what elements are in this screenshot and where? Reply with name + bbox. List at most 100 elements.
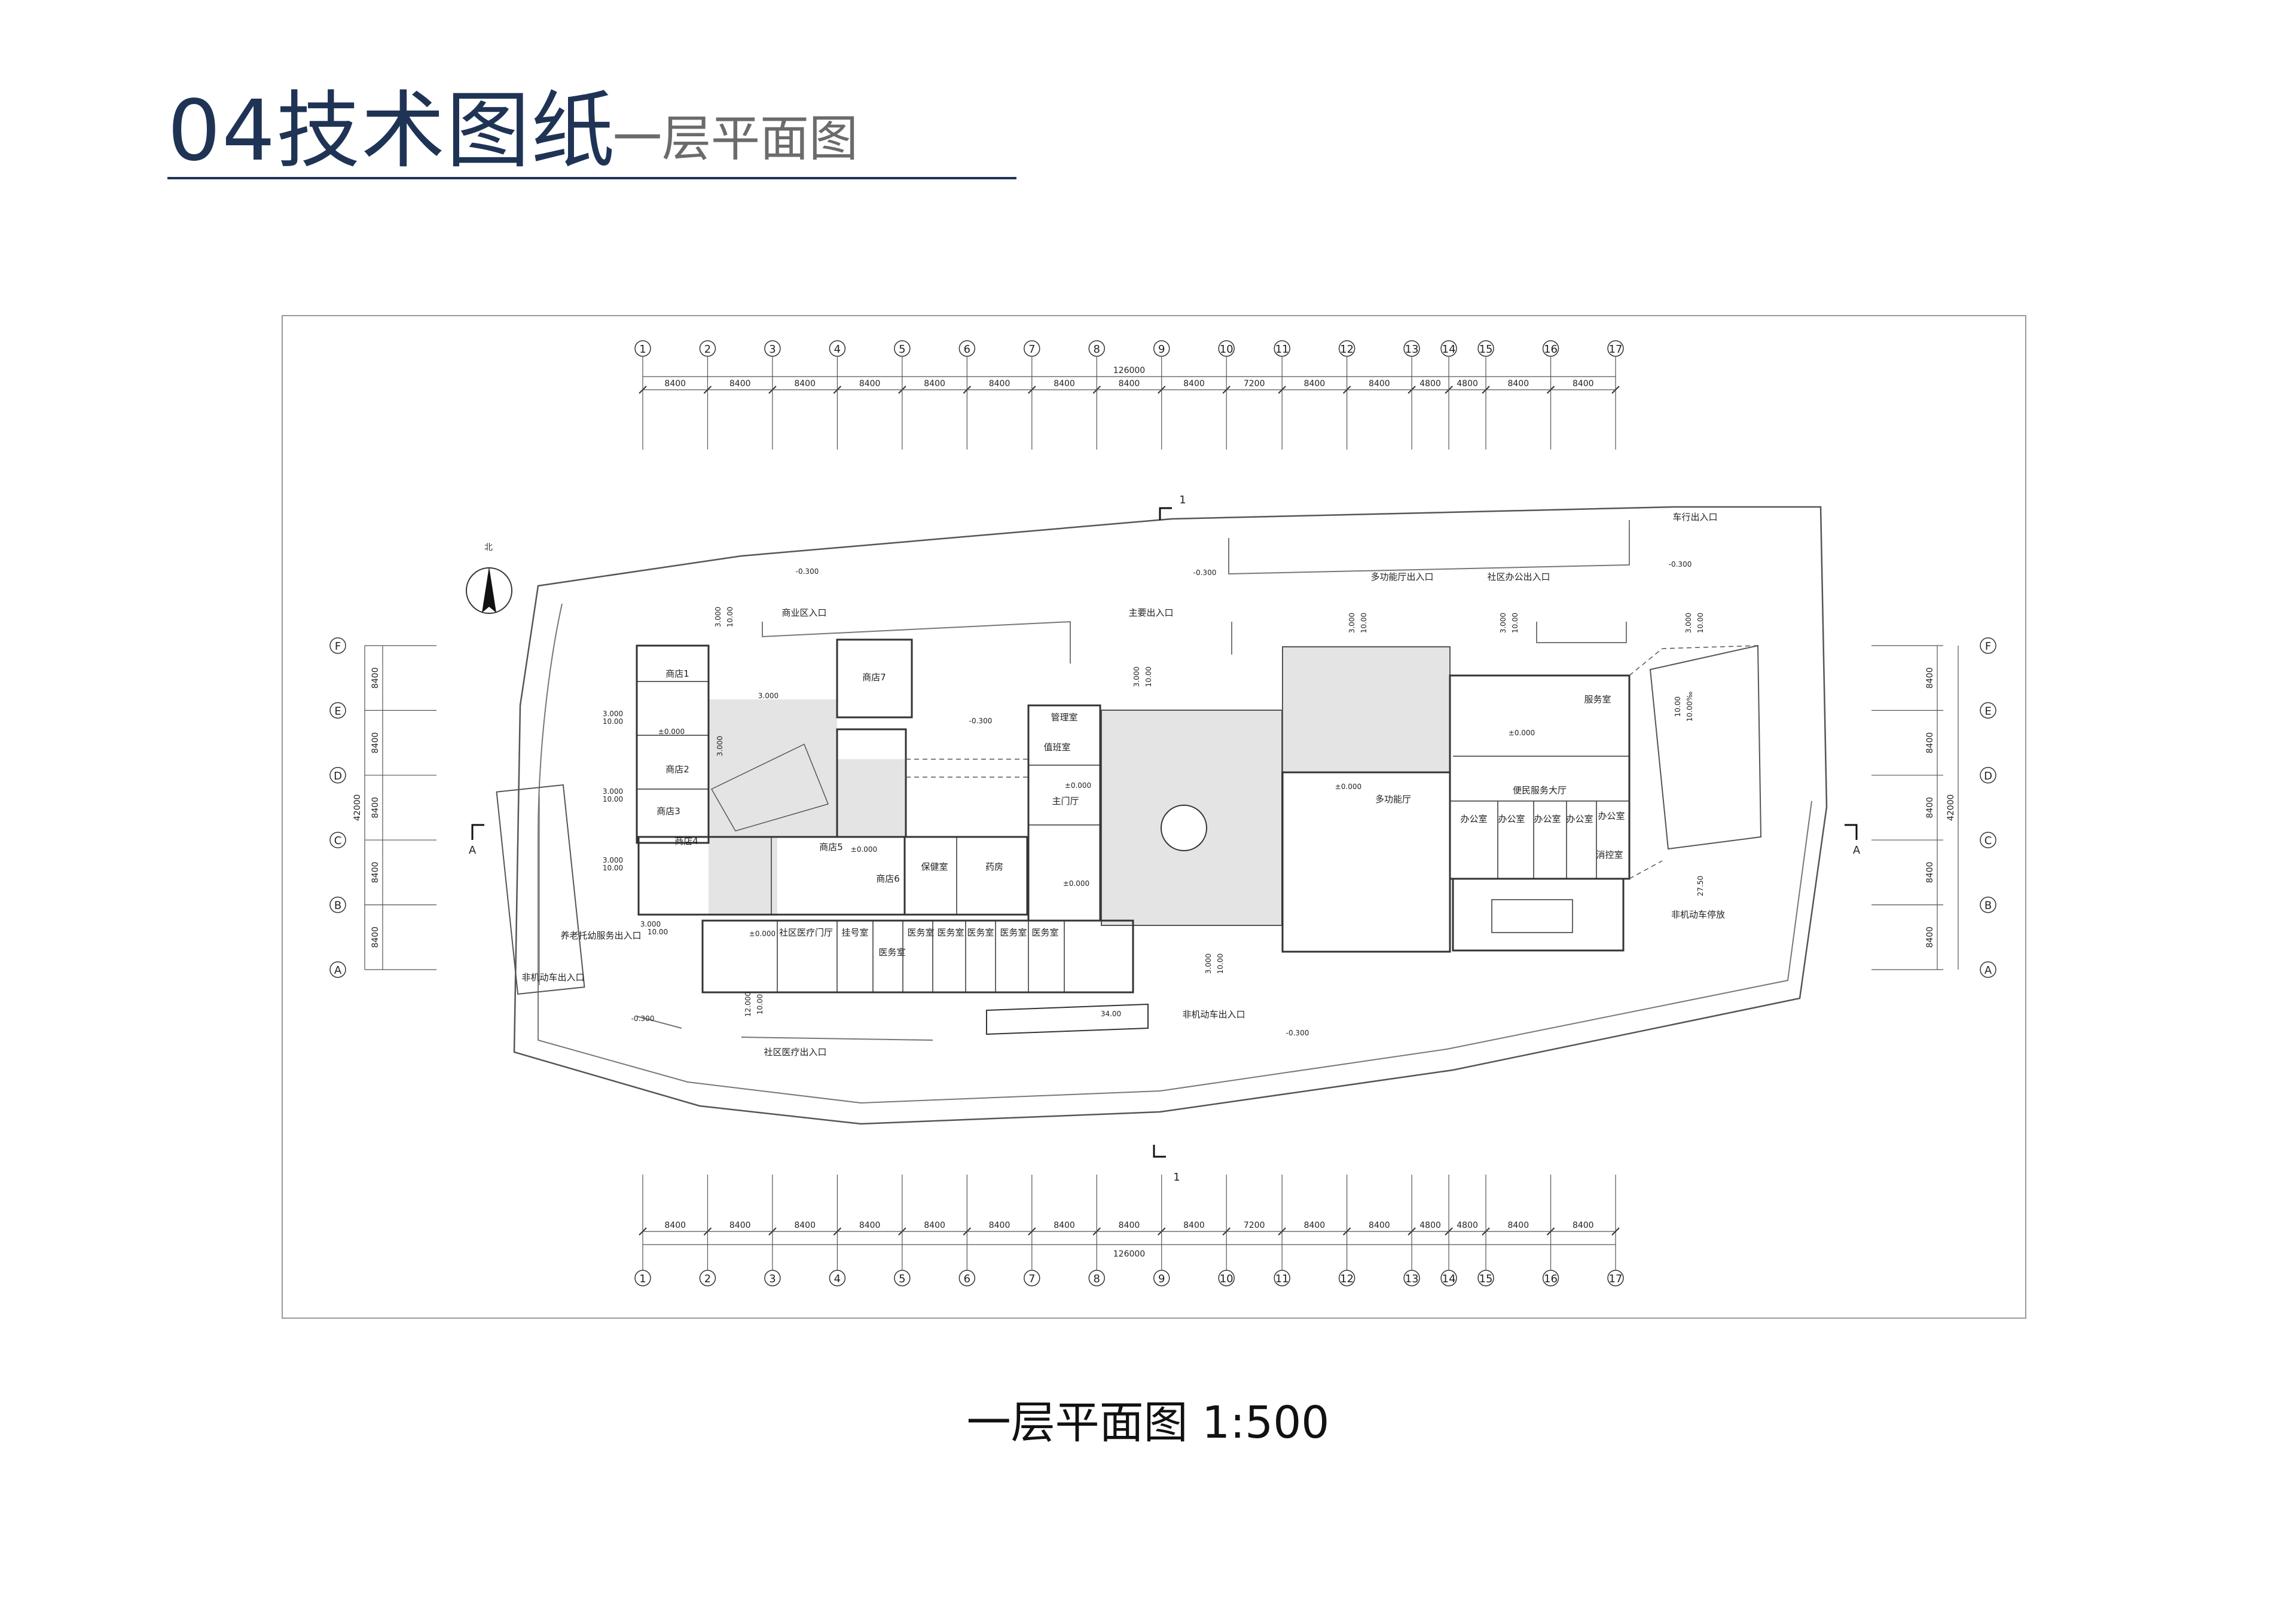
multipurpose-hall [1281,771,1451,953]
room-label: 管理室 [1051,712,1077,723]
dimension-label: 4800 [1457,379,1478,389]
level-label: 10.00 [603,717,623,726]
grid-axis-label: 12 [1340,1273,1354,1285]
room-label: 便民服务大厅 [1513,785,1567,796]
ramp-south [986,1003,1149,1035]
level-label: -0.300 [1669,560,1692,568]
dimension-total: 126000 [1113,366,1145,375]
grid-axis-label: 12 [1340,343,1354,356]
room-label: 社区医疗门厅 [779,927,833,938]
dimension-label: 8400 [1925,927,1935,948]
level-label: 3.000 [716,736,724,756]
level-label: 3.000 [603,710,623,718]
entrance-label: 养老托幼服务出入口 [560,930,641,941]
section-mark [1159,507,1172,520]
grid-axis-label: 9 [1158,343,1165,356]
room-label: 服务室 [1584,694,1611,705]
grid-row-bubble [1980,702,1996,719]
grid-row-label: D [334,770,342,783]
dimension-label: 4800 [1419,379,1441,389]
room-label: 医务室 [907,927,934,938]
dimension-label: 8400 [1054,1221,1075,1230]
level-label: 3.000 [603,787,623,796]
grid-axis-bubble [1274,340,1290,357]
grid-row-label: C [334,835,342,847]
entrance-label: 车行出入口 [1672,512,1717,522]
level-label: 10.00 [1216,953,1225,974]
grid-axis-label: 5 [899,1273,905,1285]
dimension-label: 8400 [924,1221,945,1230]
north-arrow-label: 北 [484,543,493,552]
dimension-label: 8400 [729,1221,751,1230]
circulation-left [709,699,906,837]
level-label: 12.000 [744,992,752,1017]
grid-axis-bubble [634,340,651,357]
room-label: 消控室 [1596,849,1623,860]
entrance-label: 多功能厅出入口 [1370,571,1433,582]
level-label: 10.00 [603,795,623,803]
room-label: 办公室 [1460,814,1487,824]
level-label: -0.300 [631,1014,655,1023]
grid-axis-label: 11 [1275,1273,1289,1285]
east-annex [1452,878,1625,952]
grid-axis-label: 6 [964,1273,970,1285]
grid-axis-label: 3 [769,1273,775,1285]
grid-row-label: C [1984,835,1992,847]
grid-row-bubble [1980,961,1996,978]
grid-axis-label: 14 [1442,343,1456,356]
health-block [903,836,1028,916]
site-boundary [513,506,1828,1125]
dimension-label: 8400 [1925,667,1935,689]
dimension-label: 8400 [794,1221,816,1230]
room-label: 办公室 [1534,814,1561,824]
level-label: 10.00 [648,928,668,936]
grid-row-bubble [1980,767,1996,784]
level-label: ±0.000 [1065,781,1091,790]
dimension-label: 8400 [1119,379,1140,389]
grid-axis-label: 17 [1609,343,1623,356]
grid-row-label: B [334,900,341,912]
level-label: 10.00 [726,607,734,627]
grid-axis-label: 1 [639,1273,646,1285]
grid-axis-bubble [764,340,781,357]
central-diamond [710,743,829,832]
grid-axis-label: 7 [1028,1273,1035,1285]
level-label: 3.000 [1132,667,1141,687]
dimension-total: 42000 [353,794,362,821]
dimension-label: 8400 [729,379,751,389]
site-road-edge [538,603,1812,1104]
room-label: 药房 [985,861,1003,872]
level-label: 3.000 [1204,953,1213,974]
grid-axis-label: 1 [639,343,646,356]
dimension-label: 8400 [794,379,816,389]
grid-axis-bubble [1440,340,1457,357]
grid-row-label: B [1984,900,1992,912]
level-label: 10.00‰ [1686,692,1694,722]
site-road-edge [762,621,1071,664]
grid-axis-label: 5 [899,343,905,356]
title-underline [167,177,1016,179]
management-block [1027,704,1101,922]
grid-row-label: E [1984,705,1991,717]
grid-row-label: A [1984,964,1992,977]
grid-axis-label: 6 [964,343,970,356]
dimension-label: 8400 [1183,1221,1205,1230]
grid-axis-bubble [1403,340,1420,357]
level-label: 10.00 [603,864,623,872]
dimension-label: 8400 [1925,732,1935,754]
level-label: -0.300 [1286,1029,1309,1037]
grid-axis-bubble [829,340,846,357]
room-label: 挂号室 [841,927,868,938]
level-label: 3.000 [603,856,623,864]
level-label: 10.00 [1674,696,1682,717]
room-label: 医务室 [967,927,994,938]
room-label: 办公室 [1598,811,1625,821]
grid-axis-label: 10 [1220,343,1234,356]
level-label: 10.00 [1511,613,1519,633]
spiral-stair [1161,805,1207,851]
dimension-label: 8400 [1507,1221,1529,1230]
grid-axis-label: 16 [1544,343,1558,356]
grid-axis-label: 7 [1028,343,1035,356]
dimension-label: 4800 [1457,1221,1478,1230]
room-label: 值班室 [1043,742,1070,753]
